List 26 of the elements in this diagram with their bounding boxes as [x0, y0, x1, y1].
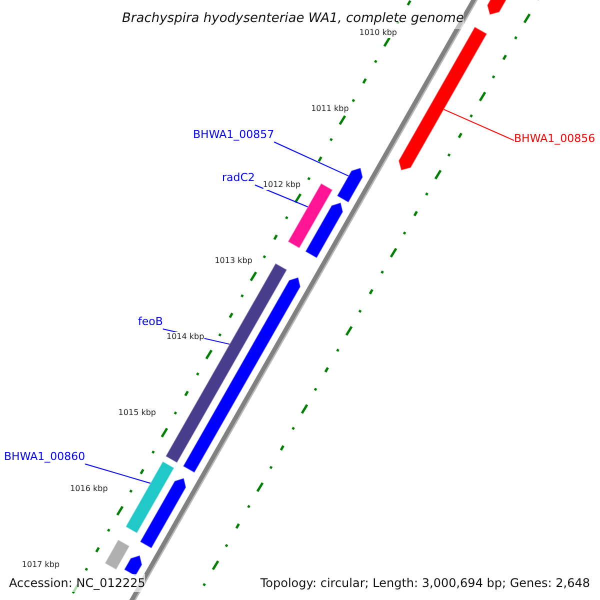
gene-label: feoB [138, 315, 163, 329]
gene-label: BHWA1_00860 [4, 450, 86, 464]
genome-title: Brachyspira hyodysenteriae WA1, complete genome [122, 9, 464, 28]
accession-text: Accession: NC_012225 [9, 574, 146, 592]
leader-line [84, 464, 151, 484]
gene-label: BHWA1_00856 [514, 132, 596, 146]
gene-feature [287, 182, 334, 249]
gene-feature [104, 539, 130, 570]
position-label: 1011 kbp [311, 104, 349, 114]
gene-feature [398, 26, 488, 171]
gene-label: radC2 [222, 171, 255, 185]
position-label: 1015 kbp [118, 408, 156, 418]
position-label: 1013 kbp [214, 256, 252, 266]
leader-line [274, 142, 349, 176]
gene-feature [304, 202, 344, 259]
gene-feature [124, 554, 143, 577]
position-label: 1014 kbp [166, 332, 204, 342]
gene-feature [125, 460, 175, 534]
position-label: 1016 kbp [70, 484, 108, 494]
gene-feature [336, 167, 364, 204]
gene-label: BHWA1_00857 [193, 128, 274, 142]
gene-feature [139, 477, 187, 549]
leader-line [254, 184, 308, 208]
leader-line [443, 108, 514, 141]
position-label: 1012 kbp [262, 180, 301, 190]
position-label: 1017 kbp [22, 560, 60, 570]
